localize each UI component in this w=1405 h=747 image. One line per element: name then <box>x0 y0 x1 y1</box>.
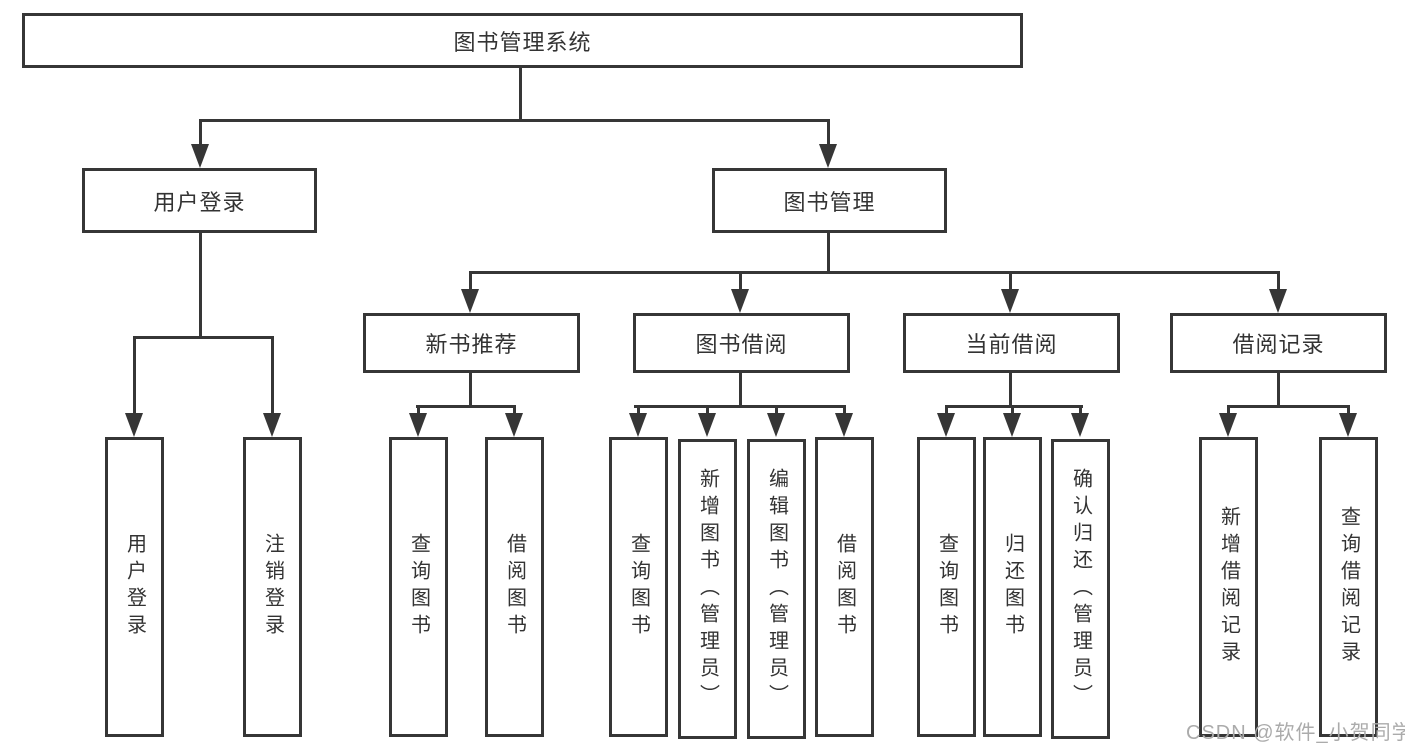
connector-group-drop <box>469 271 472 293</box>
connector-groups-hline <box>469 271 1280 274</box>
arrow-down-icon <box>1003 413 1021 437</box>
leaf-user-login: 用户登录 <box>105 437 164 737</box>
connector-leaf-drop <box>271 336 274 416</box>
connector-group-drop <box>739 271 742 293</box>
connector-group4-stem <box>1277 371 1280 407</box>
arrow-down-icon <box>1339 413 1357 437</box>
node-current-borrowing: 当前借阅 <box>903 313 1120 373</box>
arrow-down-icon <box>505 413 523 437</box>
connector-login-drop <box>199 119 202 147</box>
connector-leaf-drop <box>843 405 846 417</box>
leaf-label: 确认归还（管理员） <box>1069 467 1092 711</box>
leaf-recommend-borrow-books: 借阅图书 <box>485 437 544 737</box>
connector-leaf-drop <box>513 405 516 417</box>
arrow-down-icon <box>767 413 785 437</box>
node-book-borrowing: 图书借阅 <box>633 313 850 373</box>
leaf-logout: 注销登录 <box>243 437 302 737</box>
arrow-down-icon <box>191 144 209 168</box>
arrow-down-icon <box>409 413 427 437</box>
leaf-label: 查询图书 <box>407 533 430 641</box>
connector-group1-hline <box>416 405 516 408</box>
arrow-down-icon <box>731 289 749 313</box>
connector-leaf-drop <box>1347 405 1350 417</box>
connector-leaf-drop <box>1011 405 1014 417</box>
arrow-down-icon <box>629 413 647 437</box>
connector-leaf-drop <box>1079 405 1082 417</box>
connector-leaf-drop <box>775 405 778 417</box>
node-book-management: 图书管理 <box>712 168 947 233</box>
arrow-down-icon <box>1219 413 1237 437</box>
connector-mgmt-drop <box>827 119 830 147</box>
leaf-confirm-return-admin: 确认归还（管理员） <box>1051 439 1110 739</box>
leaf-label: 查询图书 <box>627 533 650 641</box>
connector-root-stem <box>519 66 522 121</box>
connector-login-stem <box>199 231 202 338</box>
leaf-label: 编辑图书（管理员） <box>765 467 788 711</box>
connector-leaf-drop <box>417 405 420 417</box>
arrow-down-icon <box>1269 289 1287 313</box>
connector-leaf-drop <box>706 405 709 417</box>
leaf-label: 注销登录 <box>261 533 284 641</box>
leaf-borrowing-query-books: 查询图书 <box>609 437 668 737</box>
connector-mgmt-stem <box>827 231 830 273</box>
leaf-add-borrow-record: 新增借阅记录 <box>1199 437 1258 737</box>
connector-group-drop <box>1277 271 1280 293</box>
leaf-label: 用户登录 <box>123 533 146 641</box>
leaf-label: 查询图书 <box>935 533 958 641</box>
node-new-book-recommendation: 新书推荐 <box>363 313 580 373</box>
connector-group3-stem <box>1009 371 1012 407</box>
connector-leaf-drop <box>945 405 948 417</box>
node-user-login: 用户登录 <box>82 168 317 233</box>
connector-level1-hline <box>199 119 830 122</box>
leaf-label: 查询借阅记录 <box>1337 506 1360 668</box>
arrow-down-icon <box>835 413 853 437</box>
csdn-watermark: CSDN @软件_小贺同学 <box>1186 722 1405 744</box>
leaf-add-books-admin: 新增图书（管理员） <box>678 439 737 739</box>
connector-login-hline <box>133 336 274 339</box>
arrow-down-icon <box>263 413 281 437</box>
leaf-label: 借阅图书 <box>833 533 856 641</box>
connector-group2-stem <box>739 371 742 407</box>
connector-group3-hline <box>945 405 1083 408</box>
leaf-borrowing-borrow-books: 借阅图书 <box>815 437 874 737</box>
arrow-down-icon <box>937 413 955 437</box>
node-borrowing-records: 借阅记录 <box>1170 313 1387 373</box>
arrow-down-icon <box>461 289 479 313</box>
connector-group1-stem <box>469 371 472 407</box>
connector-leaf-drop <box>133 336 136 416</box>
leaf-label: 借阅图书 <box>503 533 526 641</box>
connector-group-drop <box>1009 271 1012 293</box>
connector-leaf-drop <box>1227 405 1230 417</box>
arrow-down-icon <box>698 413 716 437</box>
connector-leaf-drop <box>637 405 640 417</box>
leaf-label: 新增借阅记录 <box>1217 506 1240 668</box>
leaf-return-books: 归还图书 <box>983 437 1042 737</box>
arrow-down-icon <box>125 413 143 437</box>
connector-group2-hline <box>634 405 844 408</box>
leaf-label: 新增图书（管理员） <box>696 467 719 711</box>
leaf-recommend-query-books: 查询图书 <box>389 437 448 737</box>
arrow-down-icon <box>1071 413 1089 437</box>
arrow-down-icon <box>819 144 837 168</box>
connector-group4-hline <box>1227 405 1350 408</box>
arrow-down-icon <box>1001 289 1019 313</box>
leaf-edit-books-admin: 编辑图书（管理员） <box>747 439 806 739</box>
leaf-query-borrow-record: 查询借阅记录 <box>1319 437 1378 737</box>
leaf-current-query-books: 查询图书 <box>917 437 976 737</box>
leaf-label: 归还图书 <box>1001 533 1024 641</box>
node-library-management-system: 图书管理系统 <box>22 13 1023 68</box>
